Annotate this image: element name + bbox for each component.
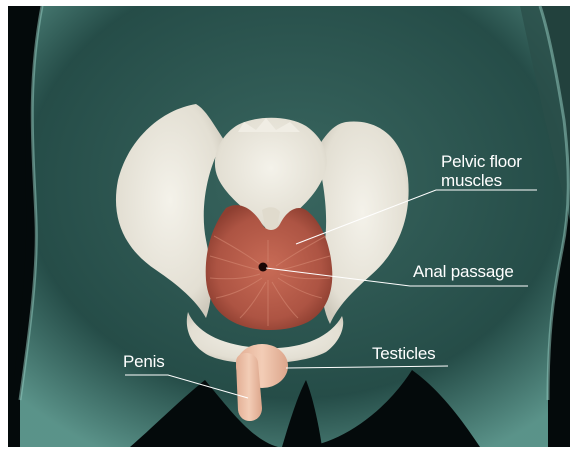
label-pelvic-floor-muscles: Pelvic floor muscles [441,152,522,190]
label-testicles: Testicles [372,344,435,363]
penis-shape [236,353,262,421]
anal-passage [259,263,268,272]
label-anal-passage: Anal passage [413,262,514,281]
label-pelvic-floor-line1: Pelvic floor [441,152,522,171]
label-pelvic-floor-line2: muscles [441,171,522,190]
label-penis: Penis [123,352,165,371]
